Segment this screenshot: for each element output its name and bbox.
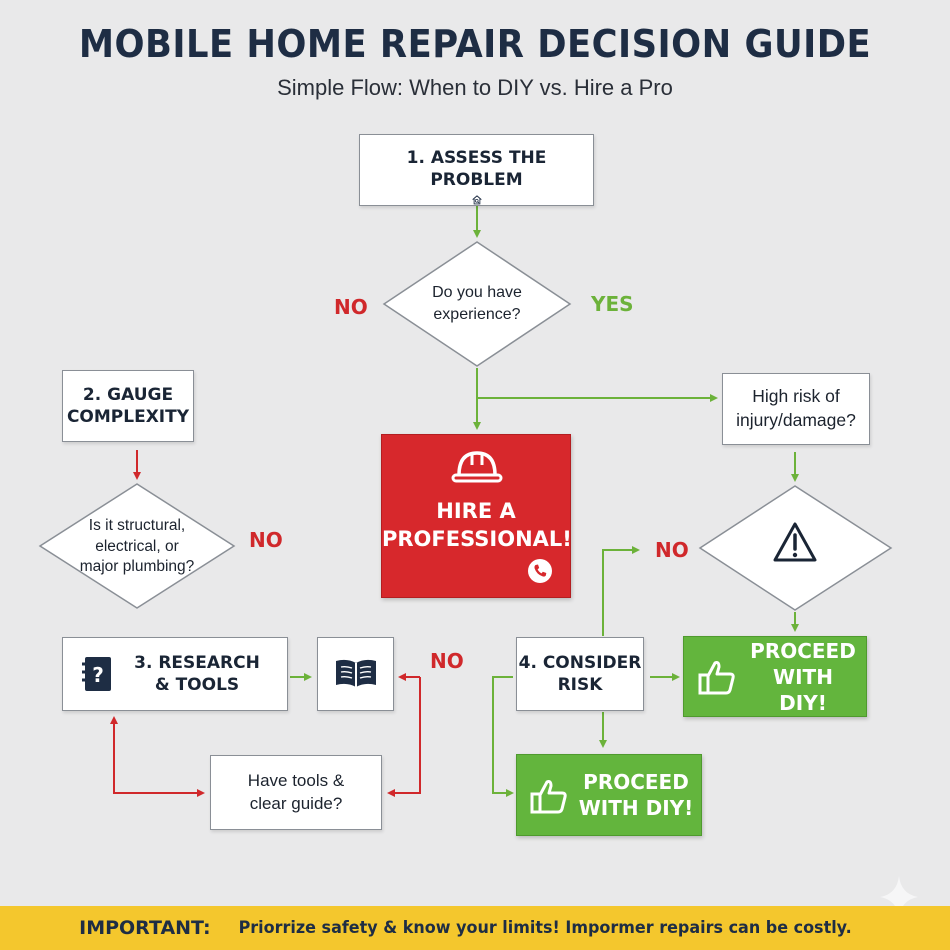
thumbs-up-icon bbox=[530, 780, 567, 814]
page-title: MOBILE HOME REPAIR DECISION GUIDE bbox=[78, 22, 872, 66]
page-subtitle: Simple Flow: When to DIY vs. Hire a Pro bbox=[277, 75, 673, 100]
assess-problem-box: 1. ASSESS THE PROBLEM bbox=[359, 134, 594, 206]
sparkle-icon bbox=[880, 876, 918, 918]
assess-problem-label: 1. ASSESS THE PROBLEM bbox=[406, 148, 547, 191]
connector-tools-to-research bbox=[110, 716, 203, 794]
structural-line-2: electrical, or bbox=[95, 537, 179, 555]
research-line-2: & TOOLS bbox=[154, 675, 240, 695]
connector-risk-no bbox=[602, 546, 640, 636]
high-risk-box: High risk of injury/damage? bbox=[722, 373, 870, 445]
research-line-1: 3. RESEARCH bbox=[134, 652, 260, 673]
no-experience-label: NO bbox=[334, 295, 368, 319]
structural-line-1: Is it structural, bbox=[88, 516, 186, 534]
high-risk-line-1: High risk of bbox=[752, 386, 840, 407]
proceed-bottom-line-2: WITH DIY! bbox=[578, 796, 694, 820]
no-tools-label: NO bbox=[430, 649, 464, 673]
connector-loop-to-proceed-bottom bbox=[492, 676, 514, 797]
proceed-diy-bottom-box: PROCEED WITH DIY! bbox=[516, 754, 702, 836]
no-risk-label: NO bbox=[655, 538, 689, 562]
important-banner: IMPORTANT: Priorrize safety & know your … bbox=[0, 906, 950, 950]
open-book-icon bbox=[335, 659, 376, 687]
consider-risk-line-1: 4. CONSIDER bbox=[518, 652, 642, 673]
consider-risk-line-2: RISK bbox=[557, 675, 603, 695]
book-box bbox=[317, 637, 394, 711]
warning-icon bbox=[773, 522, 817, 562]
proceed-diy-right-box: PROCEED WITH DIY! bbox=[683, 636, 867, 717]
hard-hat-icon bbox=[451, 451, 503, 483]
professional-line-1: HIRE A bbox=[436, 499, 516, 523]
experience-line-2: experience? bbox=[433, 306, 521, 323]
question-notebook-icon: ? bbox=[82, 657, 111, 691]
high-risk-line-2: injury/damage? bbox=[736, 410, 856, 430]
proceed-right-line-2: WITH DIY! bbox=[773, 664, 833, 715]
phone-icon bbox=[528, 559, 552, 583]
no-structural-label: NO bbox=[249, 528, 283, 552]
hire-professional-box: HIRE A PROFESSIONAL! bbox=[381, 434, 572, 598]
tools-guide-line-1: Have tools & bbox=[247, 770, 345, 790]
experience-diamond bbox=[382, 241, 572, 367]
important-text: Priorrize safety & know your limits! Imp… bbox=[238, 918, 852, 938]
experience-line-1: Do you have bbox=[432, 284, 522, 302]
house-search-icon bbox=[471, 195, 482, 205]
research-tools-box: ? 3. RESEARCH & TOOLS bbox=[62, 637, 288, 711]
structural-question: Is it structural, electrical, or major p… bbox=[60, 514, 214, 580]
thumbs-up-icon bbox=[698, 661, 735, 695]
professional-line-2: PROFESSIONAL! bbox=[382, 527, 572, 552]
svg-text:?: ? bbox=[92, 663, 104, 687]
tools-guide-box: Have tools & clear guide? bbox=[210, 755, 382, 830]
gauge-line-2: COMPLEXITY bbox=[66, 407, 190, 427]
structural-diamond bbox=[38, 483, 236, 609]
connector-tools-no bbox=[387, 677, 421, 797]
experience-question: Do you have experience? bbox=[404, 278, 550, 330]
gauge-complexity-box: 2. GAUGE COMPLEXITY bbox=[62, 370, 194, 442]
consider-risk-box: 4. CONSIDER RISK bbox=[516, 637, 644, 711]
important-lead: IMPORTANT: bbox=[79, 917, 211, 939]
gauge-line-1: 2. GAUGE bbox=[82, 384, 174, 405]
proceed-bottom-line-1: PROCEED bbox=[583, 770, 689, 794]
yes-experience-label: YES bbox=[591, 292, 634, 316]
structural-line-3: major plumbing? bbox=[79, 558, 195, 576]
tools-guide-line-2: clear guide? bbox=[249, 793, 343, 813]
proceed-right-line-1: PROCEED bbox=[750, 638, 856, 663]
